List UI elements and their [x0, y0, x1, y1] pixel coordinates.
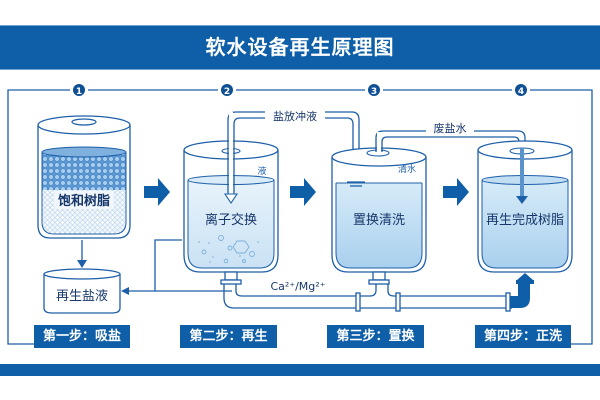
brine-tank: 再生盐液 [43, 268, 121, 314]
ions-label: Ca²⁺/Mg²⁺ [270, 280, 325, 293]
svg-text:3: 3 [371, 87, 377, 97]
step-1-label: 第一步：吸盐 [34, 325, 130, 348]
return-line-to-brine [121, 239, 232, 295]
step-4-label: 第四步：正洗 [475, 325, 571, 348]
waste-brine-label: 废盐水 [434, 121, 467, 135]
flow-arrow-1 [144, 178, 170, 206]
svg-text:2: 2 [224, 87, 230, 97]
step-number-3: 3 [368, 84, 380, 97]
tank-1-label: 饱和树脂 [57, 193, 110, 209]
svg-text:1: 1 [76, 87, 82, 97]
step-2-label: 第二步：再生 [180, 325, 277, 348]
footer-bar [0, 364, 600, 376]
pipe-elbow-tank4 [510, 273, 534, 308]
step-number-1: 1 [73, 84, 85, 97]
pipe-salt-flush: 盐放冲液 [223, 108, 360, 204]
step-number-4: 4 [515, 84, 527, 97]
tank-ion-exchange: 液 离子交换 [183, 140, 279, 273]
arrow-down-to-brine [77, 240, 87, 268]
bubbles-icon [201, 235, 255, 264]
tank-3-note: 清水 [398, 163, 416, 175]
tank-regenerated: 再生完成树脂 [477, 140, 573, 273]
brine-tank-label: 再生盐液 [56, 289, 108, 304]
salt-flush-label: 盐放冲液 [273, 109, 317, 123]
title-banner: 软水设备再生原理图 [0, 25, 600, 70]
tank-4-label: 再生完成树脂 [486, 213, 564, 228]
page-title: 软水设备再生原理图 [205, 35, 395, 59]
bottom-manifold-pipe [220, 271, 512, 312]
tank-saturated-resin: 饱和树脂 [37, 115, 131, 239]
tank-2-note: 液 [257, 165, 266, 177]
tank-2-label: 离子交换 [205, 212, 257, 228]
process-frame [7, 89, 593, 345]
flow-arrow-2 [290, 178, 316, 206]
tank-displacement: 清水 置换清洗 [331, 147, 427, 273]
step-3-label: 第三步：置换 [327, 325, 424, 348]
svg-text:4: 4 [518, 87, 524, 97]
flow-arrow-3 [443, 178, 469, 206]
step-number-2: 2 [221, 84, 233, 97]
tank-3-label: 置换清洗 [353, 213, 405, 228]
